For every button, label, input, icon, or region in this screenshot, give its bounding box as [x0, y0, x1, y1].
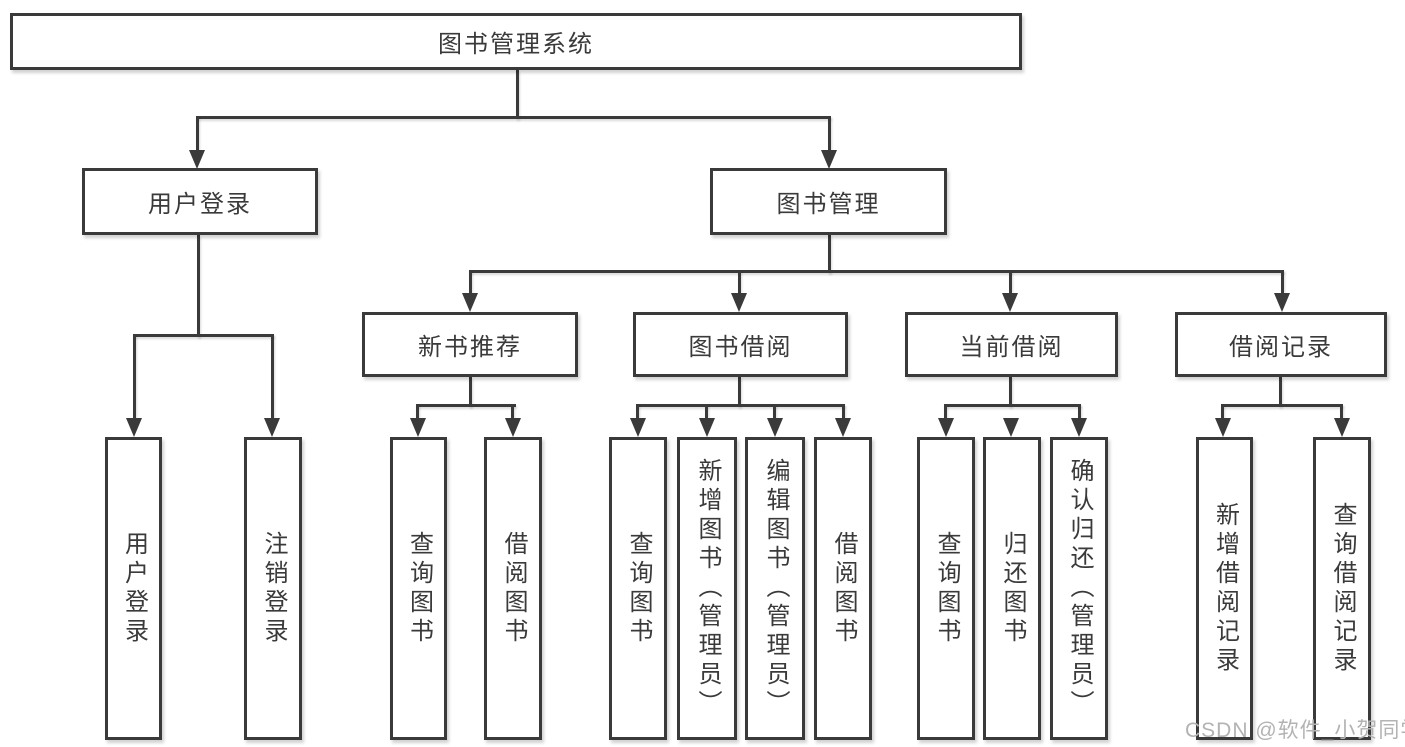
- node-borrowing-records: 借阅记录: [1175, 312, 1387, 377]
- connector-book-mgmt-stem: [828, 235, 831, 273]
- node-label: 用户登录: [120, 530, 148, 647]
- connector-arm: [636, 404, 639, 420]
- arrowhead-icon: [1002, 293, 1018, 312]
- connector-fork-horizontal: [1221, 404, 1343, 407]
- node-label: 查询图书: [405, 530, 433, 647]
- connector-fork-horizontal: [636, 404, 845, 407]
- connector-borrow-record-stem: [1279, 377, 1282, 407]
- arrowhead-icon: [699, 418, 715, 437]
- connector-arm: [828, 116, 831, 151]
- node-label: 注销登录: [260, 530, 287, 647]
- arrowhead-icon: [938, 418, 954, 437]
- arrowhead-icon: [731, 293, 747, 312]
- connector-arm: [196, 116, 199, 151]
- connector-arm: [1009, 270, 1012, 295]
- connector-root-stem: [516, 70, 519, 119]
- node-label: 借阅记录: [1229, 334, 1333, 361]
- leaf-query-books: 查询图书: [917, 437, 975, 740]
- node-book-borrowing: 图书借阅: [633, 312, 848, 377]
- leaf-user-login: 用户登录: [105, 437, 162, 740]
- leaf-query-books: 查询图书: [390, 437, 447, 740]
- arrowhead-icon: [462, 293, 478, 312]
- connector-arm: [1078, 404, 1081, 420]
- node-label: 新增借阅记录: [1211, 501, 1239, 676]
- leaf-confirm-return-admin: 确认归还（管理员）: [1050, 437, 1108, 740]
- node-label: 借阅图书: [830, 530, 857, 647]
- leaf-add-borrow-record: 新增借阅记录: [1196, 437, 1253, 740]
- connector-arm: [416, 404, 419, 420]
- leaf-query-books: 查询图书: [609, 437, 667, 740]
- connector-arm: [133, 334, 136, 420]
- node-new-book-recommend: 新书推荐: [362, 312, 578, 377]
- leaf-edit-books-admin: 编辑图书（管理员）: [745, 437, 805, 740]
- node-label: 当前借阅: [959, 334, 1064, 361]
- node-label: 借阅图书: [500, 530, 527, 647]
- arrowhead-icon: [1334, 418, 1350, 437]
- connector-arm: [1281, 270, 1284, 295]
- node-label: 图书管理: [776, 191, 881, 218]
- connector-current-borrow-stem: [1009, 377, 1012, 407]
- node-label: 编辑图书（管理员）: [762, 458, 789, 719]
- connector-fork-horizontal: [416, 404, 516, 407]
- connector-level1-horizontal: [196, 116, 831, 119]
- connector-level2-horizontal: [469, 270, 1284, 273]
- node-book-management: 图书管理: [710, 168, 947, 235]
- arrowhead-icon: [1274, 293, 1290, 312]
- node-user-login: 用户登录: [82, 168, 318, 235]
- connector-arm: [842, 404, 845, 420]
- node-label: 新增图书（管理员）: [694, 458, 721, 719]
- arrowhead-icon: [767, 418, 783, 437]
- leaf-logout: 注销登录: [244, 437, 302, 740]
- arrowhead-icon: [1215, 418, 1231, 437]
- connector-fork-horizontal: [944, 404, 1081, 407]
- node-label: 查询图书: [933, 530, 960, 647]
- arrowhead-icon: [126, 418, 142, 437]
- node-label: 归还图书: [999, 530, 1026, 647]
- connector-user-login-stem: [197, 235, 200, 337]
- connector-new-book-rec-stem: [469, 377, 472, 407]
- node-label: 确认归还（管理员）: [1066, 458, 1093, 719]
- arrowhead-icon: [821, 150, 837, 169]
- node-label: 查询图书: [625, 530, 652, 647]
- csdn-watermark: CSDN @软件_小贺同学: [1185, 719, 1405, 742]
- node-label: 用户登录: [148, 191, 252, 218]
- connector-arm: [944, 404, 947, 420]
- arrowhead-icon: [189, 150, 205, 169]
- arrowhead-icon: [1003, 418, 1019, 437]
- leaf-borrow-books: 借阅图书: [814, 437, 872, 740]
- arrowhead-icon: [835, 418, 851, 437]
- connector-arm: [1221, 404, 1224, 420]
- connector-arm: [773, 404, 776, 420]
- connector-arm: [469, 270, 472, 295]
- node-library-management-system: 图书管理系统: [10, 13, 1022, 70]
- arrowhead-icon: [410, 418, 426, 437]
- connector-arm: [511, 404, 514, 420]
- node-label: 图书借阅: [688, 334, 793, 361]
- connector-arm: [705, 404, 708, 420]
- node-label: 图书管理系统: [438, 31, 594, 58]
- arrowhead-icon: [505, 418, 521, 437]
- leaf-borrow-books: 借阅图书: [484, 437, 542, 740]
- arrowhead-icon: [1071, 418, 1087, 437]
- arrowhead-icon: [264, 418, 280, 437]
- connector-arm: [271, 334, 274, 420]
- connector-arm: [1340, 404, 1343, 420]
- node-current-borrowing: 当前借阅: [905, 312, 1118, 377]
- connector-book-borrow-stem: [738, 377, 741, 407]
- connector-arm: [738, 270, 741, 295]
- leaf-add-books-admin: 新增图书（管理员）: [677, 437, 737, 740]
- connector-user-login-horizontal: [133, 334, 274, 337]
- node-label: 查询借阅记录: [1329, 501, 1356, 676]
- arrowhead-icon: [630, 418, 646, 437]
- leaf-return-books: 归还图书: [983, 437, 1041, 740]
- node-label: 新书推荐: [418, 334, 522, 361]
- leaf-query-borrow-record: 查询借阅记录: [1313, 437, 1371, 740]
